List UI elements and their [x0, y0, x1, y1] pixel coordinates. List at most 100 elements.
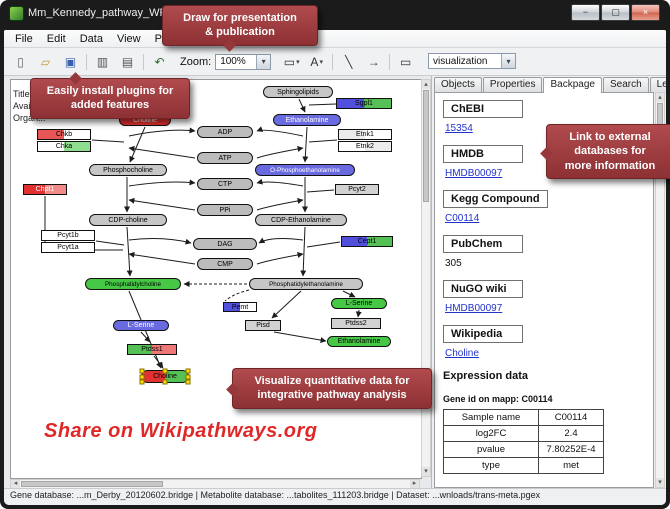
- toolbar-separator: [86, 53, 87, 70]
- callout-install-plugins: Easily install plugins for added feature…: [30, 78, 190, 119]
- pathway-node-etnk2[interactable]: Etnk2: [338, 141, 392, 152]
- selection-handle[interactable]: [139, 368, 145, 374]
- copy-icon: ▥: [96, 54, 109, 69]
- pathway-node-cdp-choline[interactable]: CDP-choline: [89, 214, 167, 226]
- new-file-button[interactable]: ▯: [8, 51, 33, 73]
- paste-button[interactable]: ▤: [115, 51, 140, 73]
- pathway-node-ppi[interactable]: PPi: [197, 204, 253, 216]
- backpage-header-chebi: ChEBI: [443, 100, 523, 118]
- menu-item-file[interactable]: File: [15, 32, 33, 45]
- pathway-node-chkb[interactable]: Chkb: [37, 129, 91, 140]
- selection-handle[interactable]: [139, 379, 145, 385]
- selection-handle[interactable]: [185, 379, 191, 385]
- pathway-node-atp[interactable]: ATP: [197, 152, 253, 164]
- panel-tabs: ObjectsPropertiesBackpageSearchLegend: [432, 76, 666, 93]
- selection-handle[interactable]: [139, 374, 145, 379]
- pathway-node-pisd[interactable]: Pisd: [245, 320, 281, 331]
- scroll-right-icon[interactable]: ▸: [410, 480, 419, 488]
- canvas-vertical-scrollbar[interactable]: ▴ ▾: [421, 79, 431, 477]
- pathway-node-cmp[interactable]: CMP: [197, 258, 253, 270]
- pathway-node-ptdss1[interactable]: Ptdss1: [127, 344, 177, 355]
- pathway-node-phosphatidylcholine[interactable]: Phosphatidylcholine: [85, 278, 181, 290]
- menu-item-data[interactable]: Data: [79, 32, 103, 45]
- maximize-button[interactable]: ▢: [601, 4, 630, 21]
- pathway-node-ptdss2[interactable]: Ptdss2: [331, 318, 381, 329]
- visualization-select[interactable]: visualization ▾: [428, 53, 516, 69]
- title-bar[interactable]: Mm_Kennedy_pathway_WP1771_45176.gp... −▢…: [0, 0, 670, 30]
- selection-handle[interactable]: [185, 368, 191, 374]
- share-on-wikipathways-text: Share on Wikipathways.org: [44, 420, 318, 442]
- label-template-button[interactable]: A▾: [304, 51, 329, 73]
- pathway-node-pcyt1b[interactable]: Pcyt1b: [41, 230, 95, 241]
- scroll-down-icon[interactable]: ▾: [656, 478, 664, 487]
- backpage-link-15354[interactable]: 15354: [445, 123, 473, 134]
- pathway-node-choline[interactable]: Choline: [139, 368, 191, 385]
- expression-data-title: Expression data: [443, 370, 528, 382]
- backpage-link-choline[interactable]: Choline: [445, 348, 479, 359]
- pathway-node-pcyt2[interactable]: Pcyt2: [335, 184, 379, 195]
- backpage-section-chebi: ChEBI 15354: [443, 100, 645, 134]
- undo-button[interactable]: ↶: [147, 51, 172, 73]
- vertical-scrollbar-thumb[interactable]: [423, 90, 429, 202]
- table-cell: met: [538, 457, 604, 474]
- scroll-up-icon[interactable]: ▴: [656, 93, 664, 102]
- pathway-node-adp[interactable]: ADP: [197, 126, 253, 138]
- copy-button[interactable]: ▥: [90, 51, 115, 73]
- pathway-node-etnk1[interactable]: Etnk1: [338, 129, 392, 140]
- tab-properties[interactable]: Properties: [482, 77, 543, 93]
- backpage-link-hmdb00097[interactable]: HMDB00097: [445, 303, 503, 314]
- selection-handle[interactable]: [185, 374, 191, 379]
- pathway-node-cdp-ethanolamine[interactable]: CDP-Ethanolamine: [255, 214, 347, 226]
- rectangle-tool-button[interactable]: ▭: [393, 51, 418, 73]
- pathway-node-l-serine[interactable]: L-Serine: [331, 298, 387, 309]
- table-cell: 7.80252E-4: [538, 441, 604, 458]
- arrow-tool-icon: →: [367, 54, 380, 69]
- minimize-button[interactable]: −: [571, 4, 600, 21]
- backpage-link-hmdb00097[interactable]: HMDB00097: [445, 168, 503, 179]
- pathway-node-ethanolamine[interactable]: Ethanolamine: [327, 336, 391, 347]
- line-tool-button[interactable]: ╲: [336, 51, 361, 73]
- pathway-node-phosphocholine[interactable]: Phosphocholine: [89, 164, 167, 176]
- datanode-template-button[interactable]: ▭▾: [279, 51, 304, 73]
- pathway-node-chpt1[interactable]: Chpt1: [23, 184, 67, 195]
- pathway-node-pemt[interactable]: Pemt: [223, 302, 257, 312]
- open-file-button[interactable]: ▱: [33, 51, 58, 73]
- pathway-node-o-phosphoethanolamine[interactable]: O-Phosphoethanolamine: [255, 164, 355, 176]
- pathway-node-ethanolamine[interactable]: Ethanolamine: [273, 114, 341, 126]
- selection-handle[interactable]: [162, 368, 168, 374]
- save-file-button[interactable]: ▣: [58, 51, 83, 73]
- pathway-node-sgpl1[interactable]: Sgpl1: [336, 98, 392, 109]
- pathway-node-cept1[interactable]: Cept1: [341, 236, 393, 247]
- close-button[interactable]: ×: [631, 4, 660, 21]
- pathway-node-l-serine[interactable]: L-Serine: [113, 320, 169, 331]
- tab-search[interactable]: Search: [602, 77, 649, 93]
- pathway-node-ctp[interactable]: CTP: [197, 178, 253, 190]
- undo-icon: ↶: [154, 54, 165, 69]
- scroll-left-icon[interactable]: ◂: [11, 480, 20, 488]
- side-label-avail: Avail...: [13, 101, 40, 111]
- arrow-tool-button[interactable]: →: [361, 51, 386, 73]
- tab-legend[interactable]: Legend: [649, 77, 666, 93]
- menu-item-view[interactable]: View: [116, 32, 141, 45]
- pathway-node-pcyt1a[interactable]: Pcyt1a: [41, 242, 95, 253]
- menu-item-edit[interactable]: Edit: [46, 32, 66, 45]
- tab-backpage[interactable]: Backpage: [543, 77, 602, 93]
- pathway-node-dag[interactable]: DAG: [193, 238, 257, 250]
- selection-handle[interactable]: [162, 379, 168, 385]
- scroll-up-icon[interactable]: ▴: [422, 80, 430, 89]
- backpage-link-c00114[interactable]: C00114: [445, 213, 480, 224]
- horizontal-scrollbar-thumb[interactable]: [21, 481, 163, 487]
- pathway-node-phosphatidylethanolamine[interactable]: Phosphatidylethanolamine: [249, 278, 363, 290]
- tab-objects[interactable]: Objects: [434, 77, 482, 93]
- scroll-down-icon[interactable]: ▾: [422, 467, 430, 476]
- pathway-node-sphingolipids[interactable]: Sphingolipids: [263, 86, 333, 98]
- zoom-select[interactable]: 100% ▾: [215, 53, 272, 70]
- callout-link-external-databases: Link to external databases for more info…: [546, 124, 670, 179]
- pathway-node-chka[interactable]: Chka: [37, 141, 91, 152]
